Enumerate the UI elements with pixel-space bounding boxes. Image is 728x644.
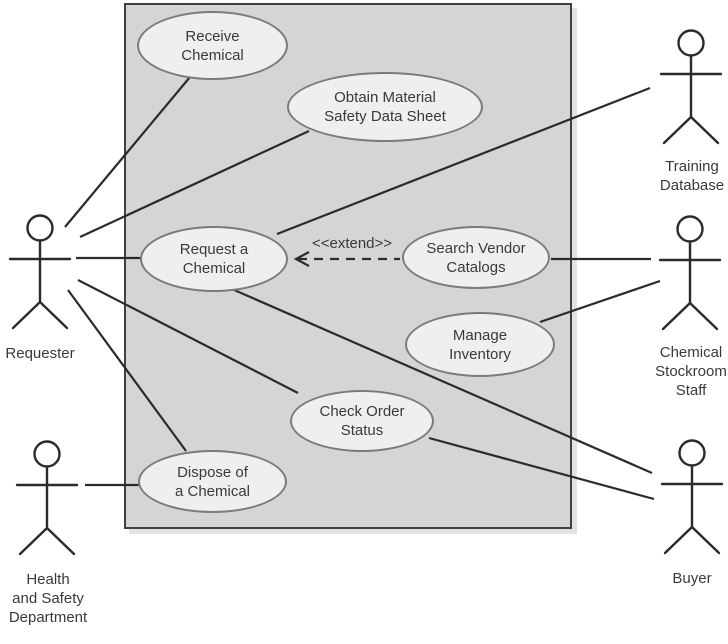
usecase-manage-inventory: Manage Inventory xyxy=(405,312,555,377)
association-requester-dispose-chemical xyxy=(67,289,187,452)
association-requester-obtain-msds xyxy=(79,130,310,238)
association-requester-receive-chemical xyxy=(64,76,191,228)
usecase-request-chemical: Request a Chemical xyxy=(140,226,288,292)
usecase-check-order-status: Check Order Status xyxy=(290,390,434,452)
association-request-chemical-buyer xyxy=(231,287,653,475)
association-manage-inventory-stockroom-staff xyxy=(539,279,661,324)
association-training-database-request-chemical xyxy=(276,86,651,236)
actor-label-buyer: Buyer xyxy=(672,570,712,587)
actor-stick-figure-icon-health-safety-department xyxy=(15,440,79,556)
actor-label-health-safety-department: Health and Safety Department xyxy=(8,571,88,626)
actor-label-requester: Requester xyxy=(5,345,75,362)
usecase-obtain-msds: Obtain Material Safety Data Sheet xyxy=(287,72,483,142)
usecase-label: Request a Chemical xyxy=(179,241,249,277)
usecase-label: Dispose of a Chemical xyxy=(174,463,251,500)
usecase-label: Check Order Status xyxy=(319,403,405,439)
association-requester-check-order-status xyxy=(77,279,299,394)
usecase-label: Search Vendor Catalogs xyxy=(426,239,526,276)
actor-label-chemical-stockroom-staff: Chemical Stockroom Staff xyxy=(655,344,727,399)
actor-stick-figure-icon-requester xyxy=(8,214,72,330)
actor-stick-figure-icon-chemical-stockroom-staff xyxy=(658,215,722,331)
association-check-order-status-buyer xyxy=(428,436,655,501)
usecase-receive-chemical: Receive Chemical xyxy=(137,11,288,80)
usecase-dispose-chemical: Dispose of a Chemical xyxy=(138,450,287,513)
extend-stereotype-label: <<extend>> xyxy=(311,235,393,252)
usecase-label: Receive Chemical xyxy=(181,27,244,64)
usecase-search-vendor-catalogs: Search Vendor Catalogs xyxy=(402,226,550,289)
actor-stick-figure-icon-buyer xyxy=(660,439,724,555)
usecase-label: Obtain Material Safety Data Sheet xyxy=(324,89,446,125)
extend-arrowhead-icon xyxy=(293,251,310,267)
actor-label-training-database: Training Database xyxy=(659,158,725,194)
usecase-label: Manage Inventory xyxy=(449,326,511,363)
extend-relationship-arrow xyxy=(293,251,400,267)
actor-stick-figure-icon-training-database xyxy=(659,29,723,145)
